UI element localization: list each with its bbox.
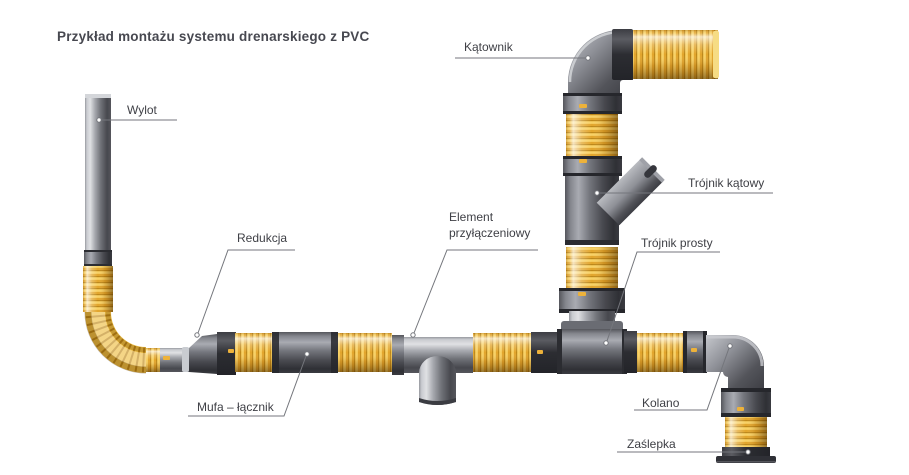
bottom-elbow (706, 335, 764, 392)
leader-markers (96, 55, 751, 455)
marker-zaslepka (745, 449, 751, 455)
corrugated-pipe-4 (637, 333, 683, 372)
marker-kolano (727, 343, 733, 349)
corrugated-pipe-top (633, 30, 719, 79)
label-wylot: Wylot (127, 103, 157, 117)
label-trojnik-prosty: Trójnik prosty (641, 236, 713, 250)
corrugated-pipe-left (83, 266, 162, 374)
top-elbow (568, 29, 633, 96)
marker-element (410, 332, 416, 338)
coupling-bottom (721, 388, 771, 417)
corrugated-pipe-2 (338, 333, 392, 372)
label-trojnik-katowy: Trójnik kątowy (688, 176, 765, 190)
marker-wylot (96, 117, 102, 123)
vertical-run (563, 93, 622, 176)
leader-redukcja (197, 249, 295, 334)
marker-mufa (304, 351, 310, 357)
vertical-run-lower (559, 247, 625, 331)
label-redukcja: Redukcja (237, 231, 288, 245)
marker-redukcja (194, 332, 200, 338)
end-cap (716, 447, 776, 463)
corrugated-pipe-3 (473, 333, 531, 372)
leader-trojnik-prosty (606, 251, 720, 342)
reducer-fitting (160, 332, 236, 375)
label-katownik: Kątownik (464, 40, 513, 54)
label-zaslepka: Zaślepka (627, 437, 676, 451)
marker-katownik (585, 55, 591, 61)
label-element-przylaczeniowy: Element przyłączeniowy (449, 210, 531, 240)
diagram-title: Przykład montażu systemu drenarskiego z … (57, 29, 370, 44)
leader-kolano (634, 347, 730, 411)
label-mufa-lacznik: Mufa – łącznik (197, 400, 274, 414)
connection-element (392, 335, 473, 405)
marker-trojnik-katowy (594, 190, 600, 196)
straight-tee (531, 321, 637, 374)
coupling-right (683, 331, 707, 373)
leader-element (413, 249, 538, 334)
leader-lines (99, 57, 773, 453)
leader-mufa (188, 355, 307, 417)
corrugated-pipe-1 (235, 333, 273, 372)
corrugated-pipe-bottom (725, 417, 767, 449)
marker-trojnik-prosty (603, 340, 609, 346)
label-kolano: Kolano (642, 396, 680, 410)
angled-tee (565, 157, 665, 245)
